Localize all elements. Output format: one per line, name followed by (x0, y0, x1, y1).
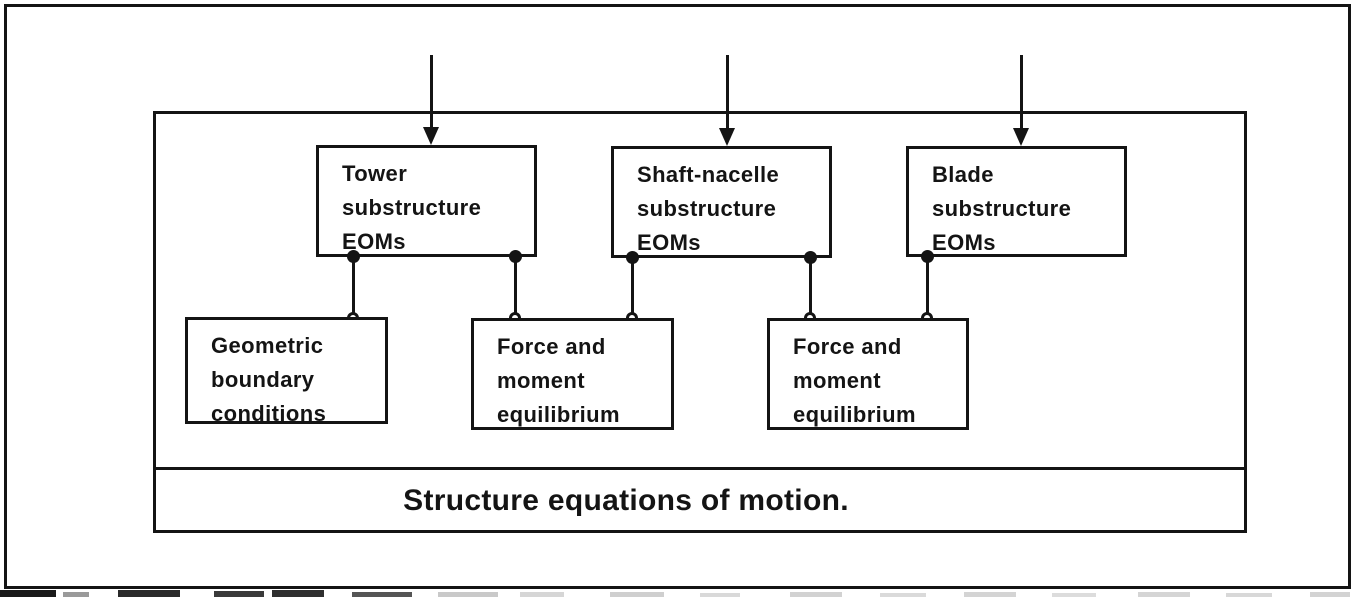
box-label-line: EOMs (637, 230, 701, 255)
box-label-line: Force and (497, 334, 606, 359)
down-arrow-icon (423, 127, 439, 145)
box-label-line: EOMs (932, 230, 996, 255)
scan-artifact (964, 592, 1016, 597)
scan-artifact (214, 591, 264, 597)
box-label-line: Force and (793, 334, 902, 359)
caption: Structure equations of motion. (153, 469, 1247, 533)
tower-eom-box: Tower substructure EOMs (316, 145, 537, 257)
box-label-line: substructure (932, 196, 1072, 221)
box-label-line: Shaft-nacelle (637, 162, 780, 187)
scan-artifact (610, 592, 664, 597)
box-label-line: conditions (211, 401, 327, 426)
connector-dot (626, 251, 639, 264)
scan-artifact (520, 592, 564, 597)
box-label-line: substructure (342, 195, 482, 220)
outer-frame (4, 4, 1351, 589)
box-label-line: boundary (211, 367, 315, 392)
box-label-line: Tower (342, 161, 408, 186)
connector-shaft-force1 (631, 258, 634, 318)
box-label-line: Blade (932, 162, 994, 187)
scan-artifact (880, 593, 926, 597)
scan-artifact (118, 590, 180, 597)
caption-divider (153, 467, 1247, 470)
connector-dot (509, 250, 522, 263)
down-arrow-icon (719, 128, 735, 146)
force-moment-box-2: Force and moment equilibrium (767, 318, 969, 430)
scan-artifact (700, 593, 740, 597)
box-label-line: equilibrium (497, 402, 620, 427)
box-label-line: Geometric (211, 333, 324, 358)
connector-blade-force2 (926, 257, 929, 318)
connector-dot (921, 250, 934, 263)
box-label-line: moment (793, 368, 881, 393)
scan-artifact (272, 590, 324, 597)
shaft-nacelle-eom-box: Shaft-nacelle substructure EOMs (611, 146, 832, 258)
connector-shaft-force2 (809, 258, 812, 318)
force-moment-box-1: Force and moment equilibrium (471, 318, 674, 430)
box-label-line: equilibrium (793, 402, 916, 427)
scan-artifact (790, 592, 842, 597)
down-arrow-icon (1013, 128, 1029, 146)
caption-text: Structure equations of motion. (403, 484, 849, 517)
scan-artifact (1226, 593, 1272, 597)
box-label-line: EOMs (342, 229, 406, 254)
input-arrow-line-3 (1020, 55, 1023, 131)
scan-artifact (438, 592, 498, 597)
box-label-line: moment (497, 368, 585, 393)
scan-artifact (1138, 592, 1190, 597)
blade-eom-box: Blade substructure EOMs (906, 146, 1127, 257)
scan-artifact (63, 592, 89, 597)
scan-artifact (1310, 592, 1350, 597)
input-arrow-line-1 (430, 55, 433, 131)
connector-dot (804, 251, 817, 264)
connector-tower-geometric (352, 257, 355, 318)
connector-tower-force1 (514, 257, 517, 318)
scan-artifact (1052, 593, 1096, 597)
geometric-boundary-box: Geometric boundary conditions (185, 317, 388, 426)
input-arrow-line-2 (726, 55, 729, 131)
box-label-line: substructure (637, 196, 777, 221)
scan-artifact (0, 590, 56, 597)
connector-dot (347, 250, 360, 263)
scan-artifact (352, 592, 412, 597)
structure-eom-container (153, 111, 1247, 533)
